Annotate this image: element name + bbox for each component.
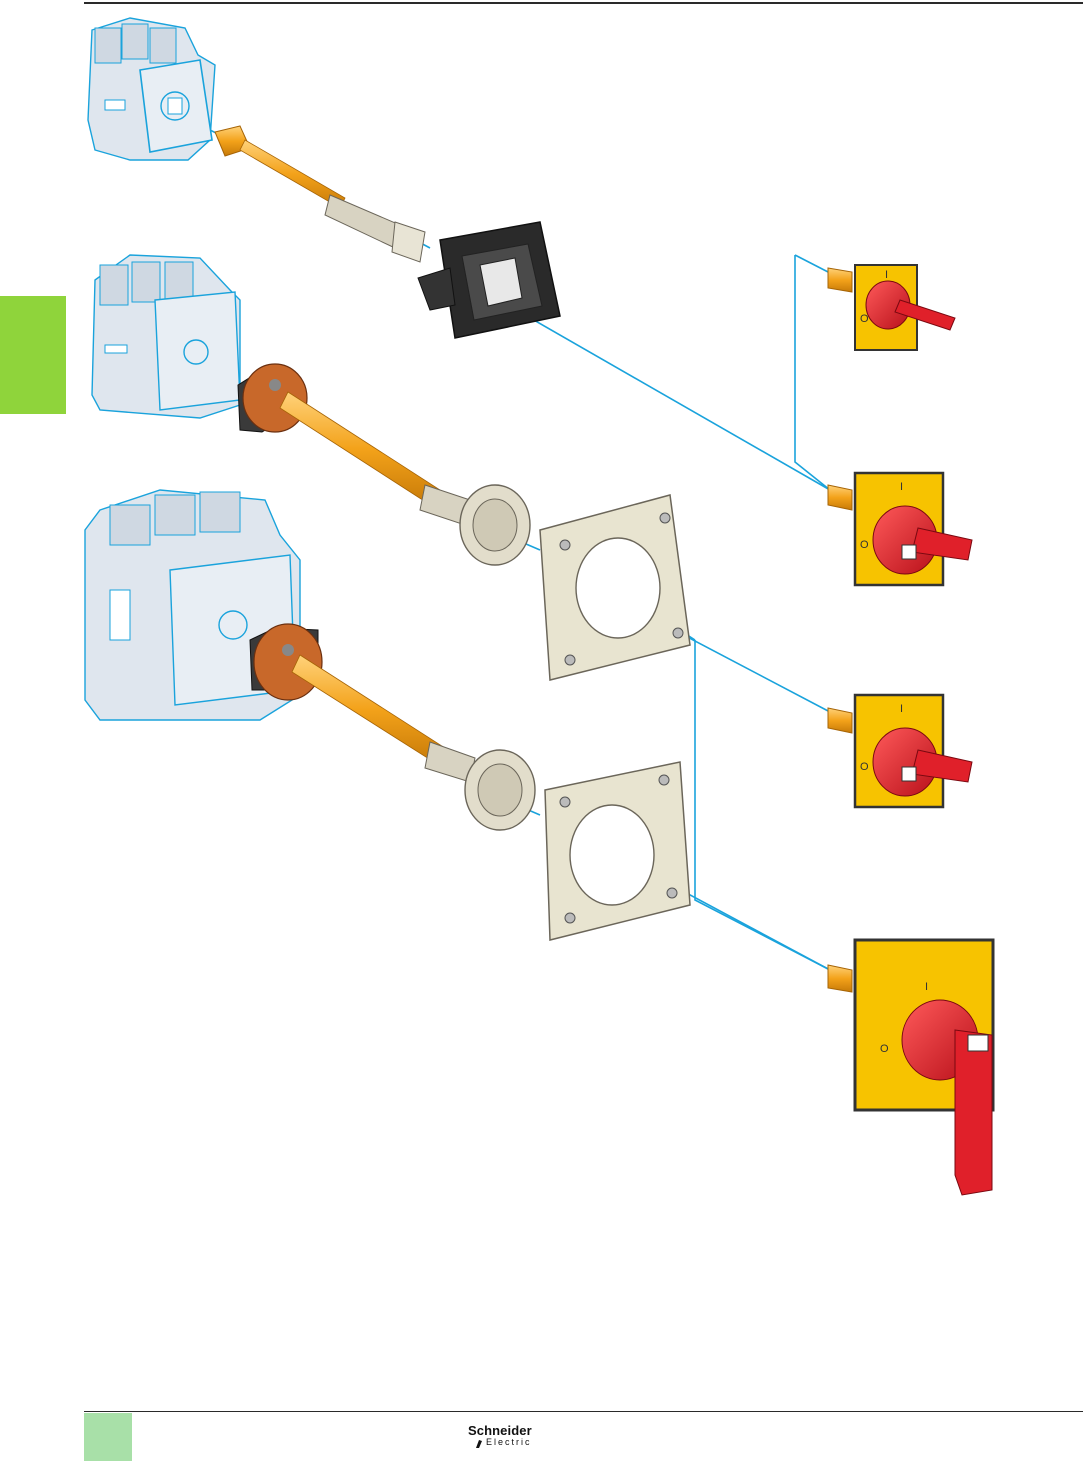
handle-small-on-label: I bbox=[885, 269, 888, 281]
schneider-electric-logo: Schneider Electric bbox=[468, 1423, 563, 1453]
mounting-plate-1 bbox=[540, 495, 690, 680]
handle-medium-1-off-label: O bbox=[860, 539, 869, 551]
switch-medium bbox=[92, 255, 240, 418]
handle-medium-2-off-label: O bbox=[860, 761, 869, 773]
handle-frame-black bbox=[418, 222, 560, 338]
handle-large-off-label: O bbox=[880, 1043, 889, 1055]
footer-tab bbox=[84, 1413, 132, 1461]
handle-medium-1: O I bbox=[828, 473, 972, 585]
logo-mark-icon bbox=[474, 1439, 484, 1449]
leader-line-2 bbox=[795, 255, 830, 490]
handle-large: O I bbox=[828, 940, 993, 1195]
switch-small bbox=[88, 18, 215, 160]
handle-medium-2-on-label: I bbox=[900, 703, 903, 715]
logo-name: Schneider bbox=[468, 1423, 532, 1438]
leader-line-6 bbox=[695, 640, 830, 970]
handle-large-on-label: I bbox=[925, 981, 928, 993]
logo-sub: Electric bbox=[486, 1437, 532, 1447]
shaft-1 bbox=[215, 126, 425, 262]
handle-medium-2: O I bbox=[828, 695, 972, 807]
leader-line-1 bbox=[485, 292, 830, 490]
handle-medium-1-on-label: I bbox=[900, 481, 903, 493]
mounting-plate-2 bbox=[545, 762, 690, 940]
handle-small-off-label: O bbox=[860, 313, 869, 325]
shaft-3 bbox=[250, 624, 535, 830]
footer-rule bbox=[84, 1411, 1083, 1412]
shaft-2 bbox=[238, 364, 530, 565]
leader-line-3 bbox=[795, 255, 830, 273]
handle-small: O I bbox=[828, 265, 955, 350]
exploded-assembly-diagram: O I O I O I O I bbox=[0, 0, 1083, 1405]
